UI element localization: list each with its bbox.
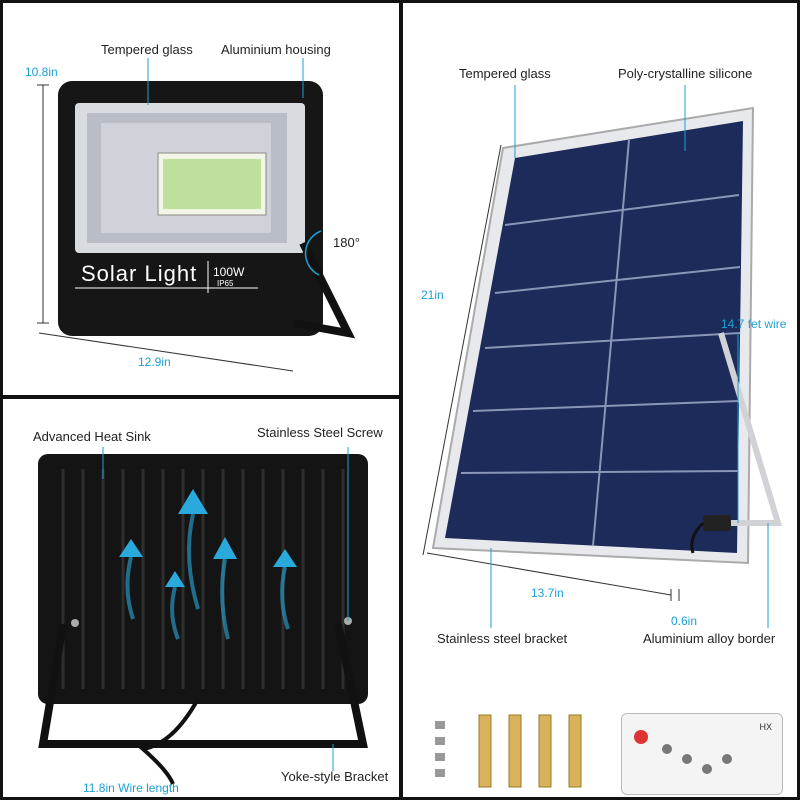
dim-wire-length: 11.8in Wire length [83,781,179,795]
screw-set [435,721,445,777]
remote-brand: HX [759,722,772,732]
power-button[interactable] [634,730,648,744]
solar-panel-illustration [422,85,783,628]
solar-cells [445,121,743,553]
floodlight-front-panel: Tempered glass Aluminium housing 10.8in … [0,0,402,398]
remote-button[interactable] [662,744,672,754]
solar-panel-section: Tempered glass Poly-crystalline silicone… [400,0,800,800]
floodlight-back-panel: Advanced Heat Sink Stainless Steel Screw… [0,396,402,800]
backside-illustration [38,447,368,785]
label-poly-silicone: Poly-crystalline silicone [618,66,753,81]
power-wire [138,698,200,785]
expansion-bolts [478,714,582,788]
label-heat-sink: Advanced Heat Sink [33,429,151,444]
power-text: 100W [213,265,245,279]
dim-panel-wire: 14.7 fet wire [721,317,787,331]
heat-flow-arrows [119,489,297,587]
label-aluminium-housing: Aluminium housing [221,42,331,57]
label-steel-bracket: Stainless steel bracket [437,631,568,646]
label-tempered-glass: Tempered glass [101,42,193,57]
dim-height: 10.8in [25,65,58,79]
dim-panel-width: 13.7in [531,586,564,600]
label-alloy-border: Aluminium alloy border [643,631,776,646]
dim-width: 12.9in [138,355,171,369]
wire-connector [703,515,731,531]
label-yoke-bracket: Yoke-style Bracket [281,769,389,784]
light-stand [292,241,356,339]
panel-bracket [715,332,783,526]
accessories-illustration [435,714,582,788]
floodlight-illustration [37,58,356,372]
brand-text: Solar Light [81,261,198,286]
rotation-label: 180° [333,235,360,250]
label-panel-tempered-glass: Tempered glass [459,66,551,81]
rating-text: IP65 [217,279,234,288]
remote-button[interactable] [722,754,732,764]
remote-control: HX [621,713,783,795]
yoke-bracket [38,623,368,748]
screw-icon [71,619,79,627]
remote-button[interactable] [702,764,712,774]
remote-button[interactable] [682,754,692,764]
dim-panel-depth: 0.6in [671,614,698,628]
label-steel-screw: Stainless Steel Screw [257,425,383,440]
dim-panel-height: 21in [421,288,444,302]
